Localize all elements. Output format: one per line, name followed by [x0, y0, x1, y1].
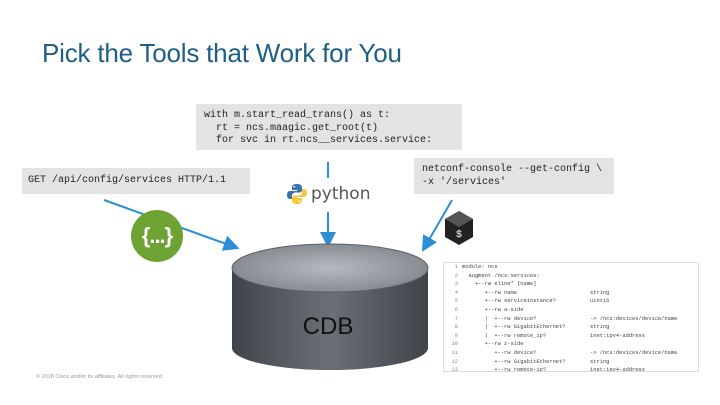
yang-node: +--rw z-side — [462, 341, 524, 348]
yang-type: inet:ipv4-address — [590, 367, 645, 372]
netconf-command-snippet: netconf-console --get-config \ -x '/serv… — [414, 158, 614, 194]
line-number: 4 — [454, 289, 458, 296]
terminal-icon: $ — [445, 211, 473, 245]
yang-line: 12 +--rw GigabitEthernet? string — [444, 358, 698, 367]
line-number: 7 — [454, 315, 458, 322]
yang-line: 11 +--rw device? -> /ncs:devices/device/n… — [444, 349, 698, 358]
yang-type: -> /ncs:devices/device/name — [590, 349, 678, 356]
copyright-footer: © 2018 Cisco and/or its affiliates. All … — [36, 374, 164, 380]
line-number: 3 — [454, 281, 458, 288]
yang-line: 1 module: ncs — [444, 263, 698, 272]
line-number: 5 — [454, 298, 458, 305]
line-number: 8 — [454, 324, 458, 331]
line-number: 1 — [454, 264, 458, 270]
yang-type: string — [590, 289, 610, 296]
line-number: 12 — [451, 358, 458, 365]
yang-line: 6 +--rw a-side — [444, 306, 698, 315]
yang-type: string — [590, 358, 610, 365]
json-icon: {...} — [131, 210, 183, 262]
yang-line: 4 +--rw name string — [444, 289, 698, 298]
yang-node: +--rw device? — [462, 349, 537, 356]
yang-line: 8 | +--rw GigabitEthernet? string — [444, 323, 698, 332]
line-number: 6 — [454, 306, 458, 313]
rest-request-snippet: GET /api/config/services HTTP/1.1 — [22, 168, 250, 194]
yang-line: 5 +--rw serviceinstance? uint16 — [444, 297, 698, 306]
yang-type: string — [590, 324, 610, 331]
yang-node: +--rw name — [462, 289, 517, 296]
python-logo-text: python — [311, 184, 371, 204]
slide-title: Pick the Tools that Work for You — [42, 38, 402, 68]
yang-node: +--rw eline* [name] — [462, 281, 537, 288]
yang-type: -> /ncs:devices/device/name — [590, 315, 678, 322]
yang-line: 3 +--rw eline* [name] — [444, 280, 698, 289]
yang-node: | +--rw device? — [462, 315, 537, 322]
yang-node: | +--rw remote_ip? — [462, 332, 547, 339]
yang-node: +--rw serviceinstance? — [462, 298, 556, 305]
yang-node: +--rw GigabitEthernet? — [462, 358, 566, 365]
yang-node: +--rw a-side — [462, 306, 524, 313]
yang-line: 7 | +--rw device? -> /ncs:devices/device/… — [444, 315, 698, 324]
yang-line: 9 | +--rw remote_ip? inet:ipv4-address — [444, 332, 698, 341]
line-number: 2 — [454, 272, 458, 279]
line-number: 10 — [451, 341, 458, 348]
database-label: CDB — [302, 313, 354, 340]
yang-node: augment /ncs:services: — [462, 272, 540, 279]
yang-line: 10 +--rw z-side — [444, 340, 698, 349]
yang-node: | +--rw GigabitEthernet? — [462, 324, 566, 331]
yang-type: inet:ipv4-address — [590, 332, 645, 339]
yang-line: 2 augment /ncs:services: — [444, 272, 698, 281]
line-number: 11 — [451, 349, 458, 356]
svg-text:$: $ — [456, 229, 462, 241]
python-icon: python — [286, 180, 374, 208]
yang-type: uint16 — [590, 298, 610, 305]
arrow-netconf-to-db — [421, 199, 453, 252]
line-number: 9 — [454, 332, 458, 339]
line-number: 13 — [451, 367, 458, 372]
python-code-snippet: with m.start_read_trans() as t: rt = ncs… — [196, 104, 462, 150]
json-icon-text: {...} — [141, 223, 173, 248]
yang-node: +--rw remote-ip? — [462, 367, 547, 372]
yang-line: 13 +--rw remote-ip? inet:ipv4-address — [444, 366, 698, 372]
database-icon — [231, 243, 429, 370]
yang-node: module: ncs — [462, 264, 498, 270]
python-snake-icon — [287, 184, 307, 204]
